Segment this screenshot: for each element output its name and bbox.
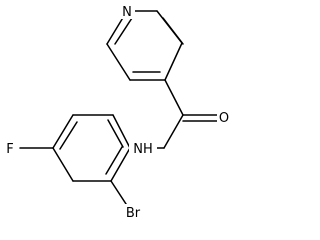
bond bbox=[164, 79, 184, 116]
bond bbox=[106, 43, 131, 81]
bromine-label: Br bbox=[126, 206, 141, 221]
bond bbox=[110, 147, 131, 182]
bond bbox=[52, 147, 74, 182]
carbonyl-oxygen-label: O bbox=[219, 111, 229, 126]
bond bbox=[112, 114, 131, 149]
bond bbox=[107, 119, 124, 148]
bond bbox=[105, 146, 123, 175]
bond bbox=[59, 121, 78, 150]
molecule-diagram: N O NH F Br bbox=[3, 4, 231, 221]
pyridine-nitrogen-label: N bbox=[122, 5, 132, 20]
amide-group bbox=[129, 79, 219, 149]
bond bbox=[164, 42, 183, 81]
pyridine-ring bbox=[106, 10, 184, 81]
benzene-ring bbox=[19, 114, 131, 211]
bond bbox=[162, 17, 184, 45]
atom-labels: N O NH F Br bbox=[3, 4, 231, 221]
fluorine-label: F bbox=[6, 142, 13, 157]
amide-nh-label: NH bbox=[133, 142, 153, 157]
bond bbox=[114, 17, 133, 45]
bond bbox=[52, 114, 74, 149]
bond bbox=[163, 114, 184, 149]
